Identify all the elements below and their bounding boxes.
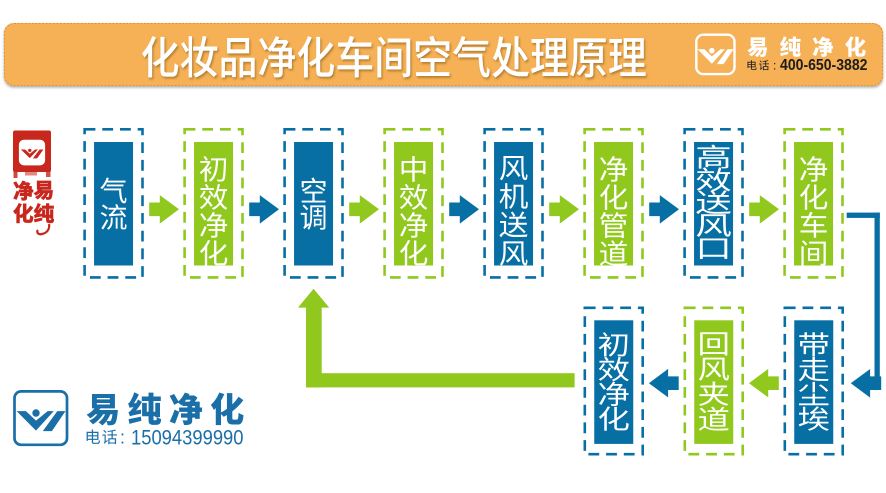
svg-text::: :	[120, 428, 125, 448]
svg-text:400-650-3882: 400-650-3882	[780, 57, 868, 74]
svg-text::: :	[773, 58, 776, 72]
svg-text:15094399990: 15094399990	[131, 425, 244, 449]
